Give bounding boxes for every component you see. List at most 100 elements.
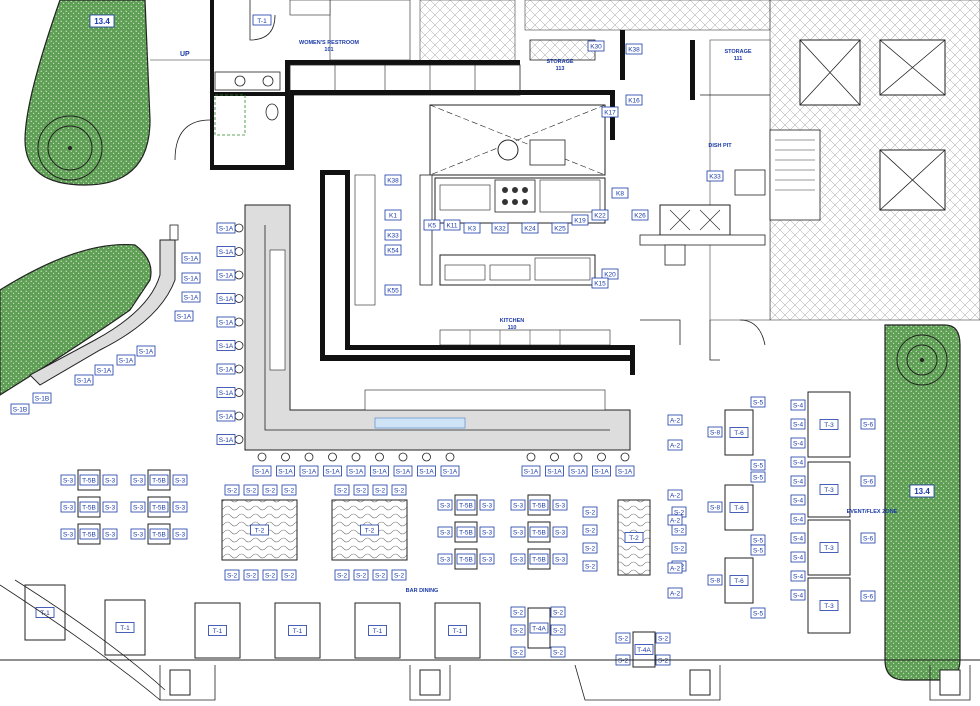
svg-text:S-3: S-3 [133, 478, 144, 485]
svg-text:T-6: T-6 [734, 430, 744, 437]
bar-stool-tag: S-1A [216, 222, 236, 234]
svg-text:S-3: S-3 [513, 557, 524, 564]
svg-text:S-1A: S-1A [594, 469, 609, 476]
up-label: UP [180, 51, 190, 58]
stool [445, 452, 455, 462]
svg-text:S-2: S-2 [246, 488, 257, 495]
svg-text:A-2: A-2 [670, 518, 681, 525]
seat-tag: S-2 [353, 569, 369, 581]
storage-a-label: STORAGE [546, 59, 573, 65]
bar-stool-tag: S-1A [299, 465, 319, 477]
bar-stool-tag: S-1A [615, 465, 635, 477]
table-tag: T-2 [250, 524, 269, 536]
seat-tag: S-2 [391, 484, 407, 496]
table-tag: T-2 [360, 524, 379, 536]
table-tag: T-5B [79, 501, 99, 513]
seat-tag: S-2 [582, 560, 598, 572]
svg-text:S-4: S-4 [793, 517, 804, 524]
seat-tag: S-2 [353, 484, 369, 496]
svg-text:T-3: T-3 [824, 603, 834, 610]
svg-text:T-5B: T-5B [532, 503, 546, 510]
seat-tag: S-4 [790, 475, 806, 487]
seat-tag: A-2 [667, 414, 683, 426]
svg-text:S-3: S-3 [440, 557, 451, 564]
svg-text:S-1A: S-1A [219, 414, 234, 421]
svg-text:S-1A: S-1A [177, 314, 192, 321]
table-tag: T-3 [819, 419, 839, 430]
svg-text:K19: K19 [574, 218, 586, 225]
svg-text:S-5: S-5 [753, 611, 764, 618]
seat-tag: S-6 [860, 590, 876, 602]
seat-tag: S-2 [281, 484, 297, 496]
svg-text:T-5B: T-5B [459, 530, 473, 537]
seat-tag: S-3 [172, 528, 188, 540]
bar-stool-tag: S-1A [370, 465, 389, 477]
table-tag: T-6 [729, 575, 749, 586]
svg-text:S-1A: S-1A [97, 368, 112, 375]
svg-text:T-3: T-3 [824, 545, 834, 552]
table-t1-angled: T-1 [24, 584, 66, 641]
svg-text:S-3: S-3 [175, 532, 186, 539]
kitchen-equipment-tag: K16 [625, 94, 643, 106]
seat-tag: S-4 [790, 570, 806, 582]
kitchen-equipment-tag: K33 [384, 229, 402, 241]
bar-stool-tag: S-1A [216, 410, 236, 422]
svg-text:S-2: S-2 [375, 573, 386, 580]
seat-tag: S-4 [790, 589, 806, 601]
seat-tag: S-5 [750, 534, 766, 546]
seat-tag: S-4 [790, 437, 806, 449]
table-tag: T-5B [529, 553, 549, 565]
svg-text:T-3: T-3 [824, 422, 834, 429]
svg-text:K8: K8 [616, 191, 624, 198]
svg-text:T-5B: T-5B [152, 505, 166, 512]
svg-text:S-3: S-3 [175, 478, 186, 485]
svg-text:S-5: S-5 [753, 538, 764, 545]
table-t6: T-6 [724, 484, 754, 531]
svg-text:K30: K30 [590, 44, 602, 51]
table-tag: T-5B [149, 528, 169, 540]
bar-counter [244, 204, 631, 451]
svg-text:S-6: S-6 [863, 536, 874, 543]
svg-text:S-2: S-2 [394, 488, 405, 495]
stool [550, 452, 559, 462]
table-t5b: T-5B [454, 521, 478, 543]
table-t3: T-3 [807, 519, 851, 576]
svg-text:S-1A: S-1A [219, 343, 234, 350]
svg-text:T-5B: T-5B [82, 505, 96, 512]
svg-text:A-2: A-2 [670, 566, 681, 573]
bar-stool-tag: S-1A [216, 434, 236, 445]
svg-text:K5: K5 [428, 223, 436, 230]
svg-text:S-1A: S-1A [278, 469, 293, 476]
planter-label: 13.4 [94, 17, 110, 26]
svg-text:S-1A: S-1A [219, 273, 234, 280]
svg-text:113: 113 [556, 66, 565, 72]
svg-text:S-3: S-3 [133, 532, 144, 539]
event-flex-label: EVENT/FLEX ZONE [847, 509, 898, 515]
stool [620, 452, 630, 462]
svg-text:S-3: S-3 [63, 532, 74, 539]
svg-text:S-2: S-2 [356, 573, 367, 580]
svg-text:S-3: S-3 [105, 532, 116, 539]
svg-text:S-1A: S-1A [219, 367, 234, 374]
svg-text:S-2: S-2 [513, 628, 524, 635]
svg-text:A-2: A-2 [670, 418, 681, 425]
seat-tag: S-4 [790, 494, 806, 506]
table-tag: T-1 [35, 607, 55, 618]
svg-text:S-2: S-2 [585, 564, 596, 571]
seat-tag: S-2 [510, 624, 526, 636]
seat-tag: S-2 [550, 624, 566, 636]
curved-stool-tag: S-1A [174, 310, 194, 322]
seat-tag: S-2 [655, 632, 671, 644]
table-t2-vertical: T-2 [617, 499, 651, 576]
svg-text:110: 110 [508, 325, 517, 331]
seat-tag: S-3 [437, 553, 453, 565]
table-tag: T-1 [288, 625, 307, 636]
seat-tag: S-2 [334, 569, 350, 581]
table-t1: T-1 [354, 602, 401, 659]
bar-stool-tag: S-1A [216, 387, 236, 398]
womens-restroom-label: WOMEN'S RESTROOM [299, 40, 359, 46]
table-t1: T-1 [434, 602, 481, 659]
table-t5b: T-5B [147, 523, 171, 545]
kitchen-equipment-tag: K38 [625, 43, 643, 55]
svg-text:S-2: S-2 [265, 573, 276, 580]
